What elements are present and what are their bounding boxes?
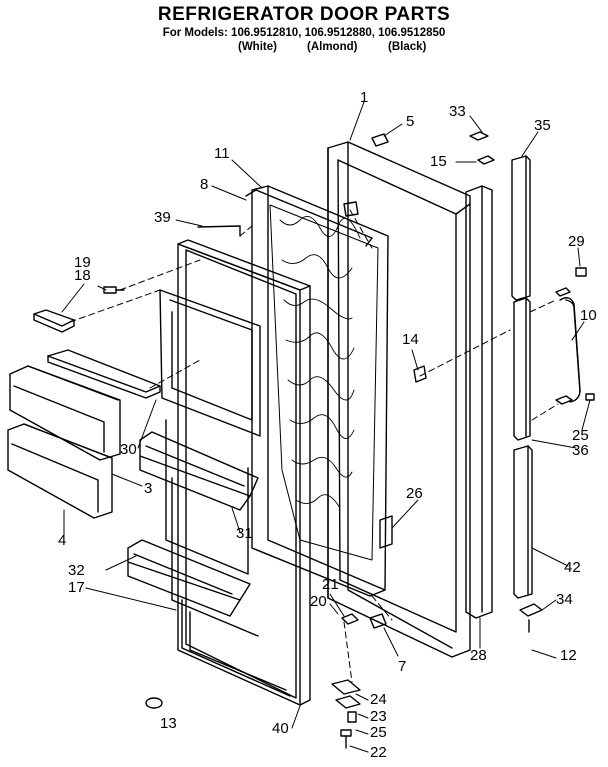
callout-12: 12 xyxy=(560,647,577,664)
callout-36: 36 xyxy=(572,442,589,459)
vertical-trims xyxy=(465,155,533,619)
callout-39: 39 xyxy=(154,209,171,226)
callout-13: 13 xyxy=(160,715,177,732)
color-almond: (Almond) xyxy=(307,41,358,53)
callout-24: 24 xyxy=(370,691,387,708)
callout-leaders xyxy=(61,101,591,753)
callout-5: 5 xyxy=(406,113,415,130)
door-shelves xyxy=(127,431,259,617)
small-parts-left xyxy=(33,225,241,709)
callout-14: 14 xyxy=(402,331,419,348)
callout-30: 30 xyxy=(120,441,137,458)
callout-26: 26 xyxy=(406,485,423,502)
assembly-guide-lines xyxy=(69,209,559,683)
callout-20: 20 xyxy=(310,593,327,610)
callout-10: 10 xyxy=(580,307,597,324)
callout-25-upper: 25 xyxy=(572,427,589,444)
handle-and-fittings xyxy=(341,131,595,633)
callout-32: 32 xyxy=(68,562,85,579)
callout-4: 4 xyxy=(58,532,67,549)
callout-11: 11 xyxy=(214,145,230,162)
color-white: (White) xyxy=(238,41,277,53)
models-line: For Models: 106.9512810, 106.9512880, 10… xyxy=(162,27,446,39)
outer-door-panel xyxy=(327,141,471,658)
callout-15: 15 xyxy=(430,153,447,170)
callout-35: 35 xyxy=(534,117,551,134)
callout-1: 1 xyxy=(360,89,369,106)
left-bins xyxy=(7,349,161,519)
callout-23: 23 xyxy=(370,708,387,725)
inner-door-liner xyxy=(159,239,311,706)
callout-40: 40 xyxy=(272,720,289,737)
callout-25-lower: 25 xyxy=(370,724,387,741)
callout-8: 8 xyxy=(200,176,209,193)
callout-22: 22 xyxy=(370,744,387,761)
callout-31: 31 xyxy=(236,525,253,542)
callout-42: 42 xyxy=(564,559,581,576)
color-black: (Black) xyxy=(388,41,427,53)
callout-33: 33 xyxy=(449,103,466,120)
diagram-title: REFRIGERATOR DOOR PARTS xyxy=(157,4,451,25)
callout-17: 17 xyxy=(68,579,85,596)
callout-3: 3 xyxy=(144,480,153,497)
callout-34: 34 xyxy=(556,591,573,608)
hinge-stack xyxy=(331,679,361,749)
door-liner-insulation xyxy=(245,185,389,597)
callout-18: 18 xyxy=(74,267,91,284)
callout-19: 19 xyxy=(74,254,91,271)
callout-29: 29 xyxy=(568,233,585,250)
callout-7: 7 xyxy=(398,658,407,675)
callout-21: 21 xyxy=(322,576,339,593)
callout-28: 28 xyxy=(470,647,487,664)
